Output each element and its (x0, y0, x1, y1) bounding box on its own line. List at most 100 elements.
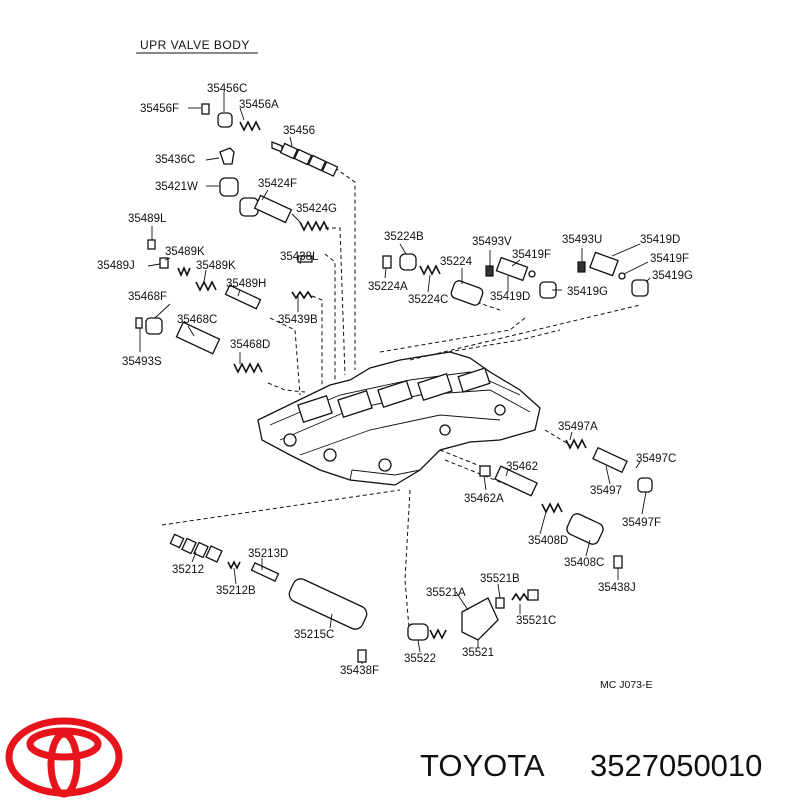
label-35224B: 35224B (384, 231, 424, 243)
ball-35489L (147, 239, 156, 250)
label-35224C: 35224C (408, 294, 448, 306)
upper-right-parts (382, 251, 649, 306)
label-35212B: 35212B (216, 585, 256, 597)
upper-left-parts (135, 103, 339, 374)
bolt-35521C (511, 592, 529, 602)
label-35419D-a: 35419D (490, 291, 530, 303)
valve-35419D-a (495, 256, 529, 282)
label-35462: 35462 (506, 461, 538, 473)
label-35497F: 35497F (622, 517, 661, 529)
label-35421W: 35421W (155, 181, 198, 193)
valve-35462 (494, 465, 538, 497)
spring-35497A (565, 438, 587, 450)
lower-left-parts (169, 533, 368, 663)
label-35419G-a: 35419G (567, 286, 608, 298)
part-number: 3527050010 (590, 748, 762, 783)
bolt-35439B (291, 290, 313, 300)
label-35408C: 35408C (564, 557, 604, 569)
plug-35468C (175, 321, 221, 355)
sleeve-35421W (219, 177, 239, 197)
diagram-title: UPR VALVE BODY (140, 38, 250, 52)
label-35419G-b: 35419G (652, 270, 693, 282)
label-35436C: 35436C (155, 154, 195, 166)
plug-35497C (637, 477, 653, 493)
plug-35522 (407, 623, 429, 641)
label-35438J: 35438J (598, 582, 636, 594)
spring-35224C (419, 264, 441, 276)
label-35439B: 35439B (278, 314, 318, 326)
label-35419F-b: 35419F (650, 253, 689, 265)
washer-35521B (495, 597, 505, 609)
label-35224: 35224 (440, 256, 473, 268)
label-35213D: 35213D (248, 548, 288, 560)
plug-35424F (253, 194, 293, 224)
retainer-35493V (485, 265, 494, 277)
brand-name: TOYOTA (420, 748, 545, 783)
label-35489K-b: 35489K (196, 260, 236, 272)
label-35456F: 35456F (140, 103, 179, 115)
plug-35224B (399, 253, 417, 271)
spring-35468D (233, 362, 263, 374)
lower-middle-parts (407, 589, 539, 641)
leader-lines (139, 92, 651, 664)
drawing-code: MC J073-E (600, 679, 653, 691)
label-35468D: 35468D (230, 339, 270, 351)
label-35489J: 35489J (97, 260, 135, 272)
label-35424G: 35424G (296, 203, 337, 215)
label-35493V: 35493V (472, 236, 512, 248)
label-35419D-b: 35419D (640, 234, 680, 246)
plug-35468F (145, 317, 163, 335)
spring-35424G (299, 220, 329, 232)
label-35521C: 35521C (516, 615, 556, 627)
label-35224A: 35224A (368, 281, 408, 293)
plug-35456C (217, 112, 233, 128)
retainer-35462A (479, 465, 491, 477)
label-35438F: 35438F (340, 665, 379, 677)
label-35438L: 35438L (280, 251, 319, 263)
valve-35489H (224, 284, 262, 310)
retainer-35438J (613, 555, 623, 569)
valve-body-casting (257, 351, 541, 486)
label-35489H: 35489H (226, 278, 266, 290)
label-35522: 35522 (404, 653, 436, 665)
spring-35212B (227, 560, 241, 570)
part-labels: 35456C 35456F 35456A 35456 35436C 35421W… (97, 83, 693, 677)
label-35215C: 35215C (294, 629, 334, 641)
label-35497: 35497 (590, 485, 622, 497)
toyota-logo-icon (5, 717, 123, 798)
sleeve-35215C (288, 578, 368, 630)
label-35456A: 35456A (239, 99, 279, 111)
valve-35497 (592, 446, 628, 474)
label-35456: 35456 (283, 125, 315, 137)
plate-35521A (461, 597, 499, 641)
retainer-35438F (357, 649, 367, 663)
valve-35212 (205, 545, 223, 563)
retainer-35493U (577, 261, 586, 273)
valve-35419D-b (589, 251, 619, 277)
label-35497C: 35497C (636, 453, 676, 465)
valve-35213D (250, 562, 280, 582)
spring-35456A (239, 120, 261, 132)
plug-35419G-b (631, 279, 649, 297)
label-35521A: 35521A (426, 587, 466, 599)
spring-35489K (177, 265, 191, 278)
label-35497A: 35497A (558, 421, 598, 433)
label-35468C: 35468C (177, 314, 217, 326)
label-35424F: 35424F (258, 178, 297, 190)
spring-35408D (541, 502, 563, 514)
valve-35224 (450, 280, 484, 306)
label-35456C: 35456C (207, 83, 247, 95)
right-middle-parts (479, 438, 653, 569)
label-35468F: 35468F (128, 291, 167, 303)
label-35521: 35521 (462, 647, 494, 659)
label-35493S: 35493S (122, 356, 162, 368)
label-35408D: 35408D (528, 535, 568, 547)
label-35419F-a: 35419F (512, 249, 551, 261)
label-35462A: 35462A (464, 493, 504, 505)
retainer-35224A (382, 255, 392, 269)
label-35521B: 35521B (480, 573, 520, 585)
plug-35456F (201, 103, 210, 115)
label-35212: 35212 (172, 564, 204, 576)
